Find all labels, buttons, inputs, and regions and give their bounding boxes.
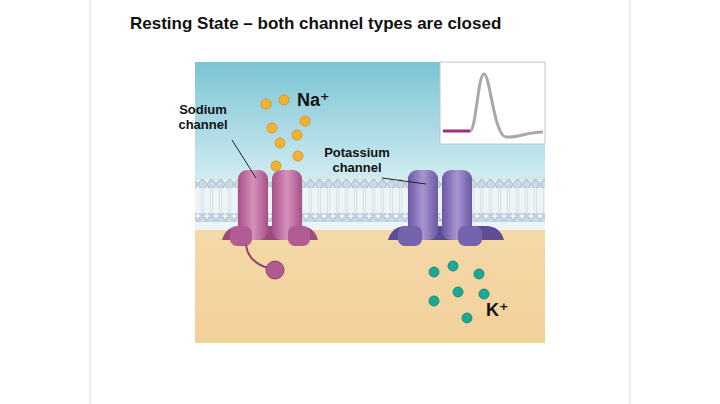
leader-line bbox=[232, 140, 256, 178]
ion-label: Na⁺ bbox=[297, 90, 330, 111]
leader-line bbox=[382, 178, 426, 184]
sodium-channel bbox=[222, 170, 318, 279]
ion-label: K⁺ bbox=[486, 300, 509, 321]
potassium-ions bbox=[429, 261, 489, 323]
slide-title: Resting State – both channel types are c… bbox=[130, 14, 610, 34]
part-label: Sodium channel bbox=[172, 103, 234, 133]
part-label: Potassium channel bbox=[318, 146, 396, 176]
action-potential-inset bbox=[440, 62, 545, 144]
